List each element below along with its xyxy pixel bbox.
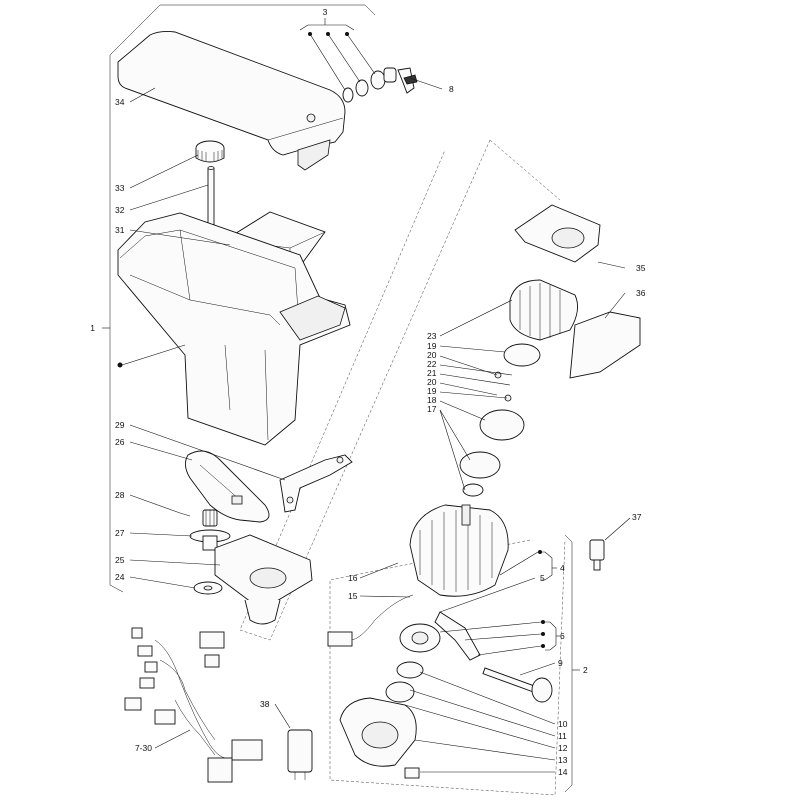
adjuster-bolt-part bbox=[482, 667, 553, 703]
callout-5: 5 bbox=[540, 573, 545, 583]
callout-14: 14 bbox=[558, 767, 568, 777]
motor-part bbox=[409, 504, 509, 597]
callout-19b: 19 bbox=[427, 386, 437, 396]
callout-34: 34 bbox=[115, 97, 125, 107]
callout-12: 12 bbox=[558, 743, 568, 753]
callout-20a: 20 bbox=[427, 350, 437, 360]
lock-key-part bbox=[342, 67, 418, 103]
knob-part bbox=[195, 140, 225, 163]
callout-19a: 19 bbox=[427, 341, 437, 351]
callout-6: 6 bbox=[560, 631, 565, 641]
callout-8: 8 bbox=[449, 84, 454, 94]
worm-shaft-part bbox=[434, 611, 481, 661]
group-bracket-1 bbox=[102, 4, 376, 593]
funnel-part bbox=[214, 534, 313, 625]
callout-28: 28 bbox=[115, 490, 125, 500]
callout-9: 9 bbox=[558, 658, 563, 668]
agitator-plate-part bbox=[185, 450, 270, 523]
callout-37: 37 bbox=[632, 512, 642, 522]
motor-cable bbox=[349, 594, 414, 641]
lid-part bbox=[117, 30, 346, 171]
callout-25: 25 bbox=[115, 555, 125, 565]
callout-31: 31 bbox=[115, 225, 125, 235]
callout-7-30: 7-30 bbox=[135, 743, 152, 753]
callout-32: 32 bbox=[115, 205, 125, 215]
bushing-part bbox=[385, 681, 415, 703]
callout-11: 11 bbox=[558, 731, 567, 741]
callout-27: 27 bbox=[115, 528, 125, 538]
callout-13: 13 bbox=[558, 755, 568, 765]
callout-38: 38 bbox=[260, 699, 270, 709]
callout-labels: 1 2 3 4 5 6 7-30 8 9 10 11 12 13 14 15 1… bbox=[90, 7, 645, 777]
callout-26: 26 bbox=[115, 437, 125, 447]
callout-17: 17 bbox=[427, 404, 437, 414]
wiring-harness-part bbox=[124, 627, 263, 783]
capacitor-part bbox=[287, 729, 313, 780]
callout-29: 29 bbox=[115, 420, 125, 430]
callout-3: 3 bbox=[323, 7, 328, 17]
callout-1: 1 bbox=[90, 323, 95, 333]
callout-21: 21 bbox=[427, 368, 437, 378]
fan-housing-part bbox=[509, 279, 579, 341]
callout-35: 35 bbox=[636, 263, 646, 273]
callout-4: 4 bbox=[560, 563, 565, 573]
group-outline-hopper bbox=[239, 139, 491, 641]
bracket-part bbox=[279, 454, 353, 513]
spinner-part bbox=[459, 451, 501, 479]
callout-2: 2 bbox=[583, 665, 588, 675]
flat-washer-part bbox=[396, 661, 424, 679]
outlet-housing-part bbox=[339, 697, 417, 767]
hopper-part bbox=[117, 212, 351, 446]
clip-part bbox=[404, 767, 420, 779]
callout-18: 18 bbox=[427, 395, 437, 405]
callout-24: 24 bbox=[115, 572, 125, 582]
callout-33: 33 bbox=[115, 183, 125, 193]
callout-23: 23 bbox=[427, 331, 437, 341]
rotor-part bbox=[189, 509, 231, 551]
side-plate-part bbox=[569, 311, 641, 379]
callout-20b: 20 bbox=[427, 377, 437, 387]
spacer-part bbox=[462, 483, 484, 497]
callout-22: 22 bbox=[427, 359, 437, 369]
callout-15: 15 bbox=[348, 591, 358, 601]
connector-part bbox=[327, 631, 353, 647]
group-bracket-2 bbox=[564, 534, 580, 793]
impeller-disc-part bbox=[479, 409, 525, 441]
callout-16: 16 bbox=[348, 573, 358, 583]
plug-part bbox=[589, 539, 605, 571]
top-cover-part bbox=[514, 204, 601, 263]
callout-36: 36 bbox=[636, 288, 646, 298]
seal-ring-part bbox=[503, 343, 541, 367]
leader-lines bbox=[117, 77, 631, 773]
group-outline-motor bbox=[329, 539, 566, 796]
callout-10: 10 bbox=[558, 719, 568, 729]
